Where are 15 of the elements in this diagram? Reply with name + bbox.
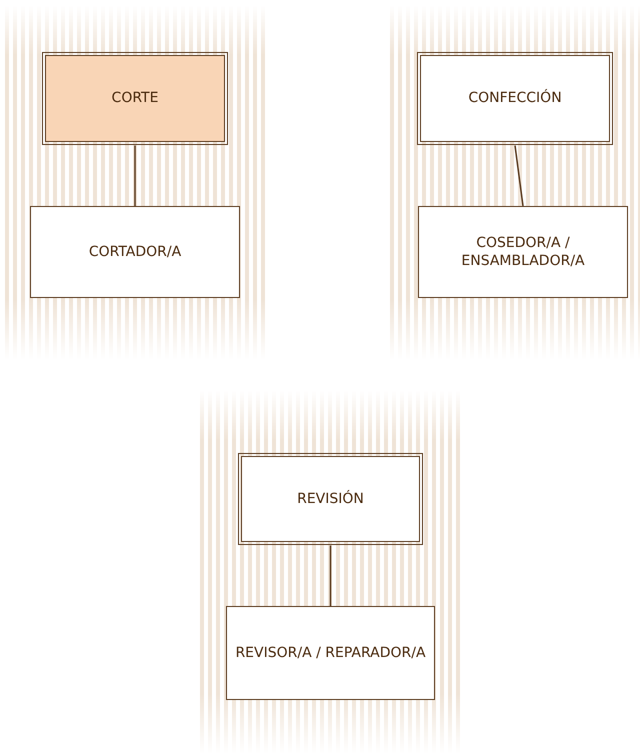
process-box — [241, 456, 420, 542]
box-label: CORTE — [110, 89, 160, 108]
process-box — [45, 55, 225, 142]
box-label: REVISIÓN — [296, 490, 365, 508]
role-box — [30, 206, 240, 298]
connector-line — [134, 146, 136, 206]
connector-line — [514, 145, 524, 206]
box-label: CONFECCIÓN — [467, 89, 563, 108]
process-box — [420, 55, 610, 142]
box-label: REVISOR/A / REPARADOR/A — [234, 644, 427, 662]
box-label: COSEDOR/A / ENSAMBLADOR/A — [460, 234, 586, 270]
role-box — [418, 206, 628, 298]
box-label: CORTADOR/A — [88, 242, 182, 262]
connector-line — [330, 546, 332, 606]
role-box — [226, 606, 435, 700]
